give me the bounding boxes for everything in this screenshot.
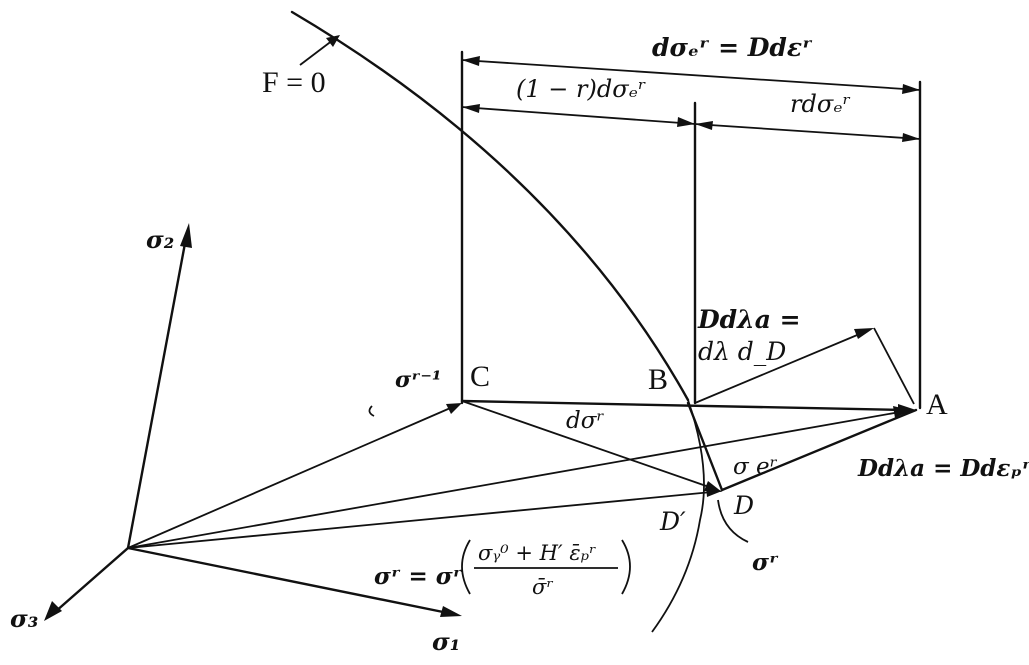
point-a-label: A [926, 388, 948, 421]
flow-vector-head [854, 328, 874, 339]
yield-surface-label: F = 0 [262, 66, 326, 99]
partial-left-label: (1 − r)dσₑʳ [516, 75, 646, 103]
sigma2-axis-head [180, 223, 192, 248]
scale-formula-denominator: σ̄ʳ [532, 575, 554, 599]
c-to-a-head [898, 404, 916, 416]
sigma3-axis [53, 546, 130, 614]
flow-vector [694, 332, 863, 404]
b-to-d-line [686, 401, 724, 492]
point-b-label: B [648, 363, 668, 396]
yield-surface-curve-lower [651, 399, 705, 633]
scan-mark [368, 405, 375, 417]
a-to-d-line [720, 408, 918, 492]
ray-to-d [127, 491, 713, 549]
partial-right-arrow-right [902, 133, 920, 142]
total-increment-arrow-left [462, 56, 480, 66]
partial-left-arrow-right [677, 117, 695, 127]
sigma2-axis [126, 236, 188, 550]
scale-formula-numerator: σᵧ⁰ + H′ ε̄ₚʳ [478, 541, 596, 565]
ray-to-c [127, 405, 456, 549]
flow-to-a [873, 327, 915, 405]
sigma1-label: σ₁ [432, 627, 460, 656]
yield-surface-curve [290, 10, 690, 402]
scale-formula-lhs: σʳ = σʳ [374, 563, 463, 590]
c-to-a-line [460, 399, 907, 412]
flow-label-line2: dλ d_D [698, 337, 786, 366]
point-d-label: D [733, 491, 754, 520]
sigma1-axis-head [440, 606, 462, 617]
sigma-e-label: σ eʳ [733, 454, 778, 480]
total-increment-dimension [461, 59, 921, 91]
point-d-prime-label: D′ [659, 507, 686, 536]
ray-to-a [127, 411, 901, 549]
partial-left-dimension [461, 106, 696, 125]
partial-right-label: rdσₑʳ [790, 90, 851, 118]
plastic-equation-label: Ddλa = Ddεₚʳ [857, 455, 1029, 482]
sigma1-axis [126, 546, 450, 615]
yield-surface-pointer [299, 39, 334, 66]
total-increment-arrow-right [902, 84, 920, 94]
dsigma-label: dσʳ [566, 408, 604, 434]
ray-to-c-head [446, 403, 462, 414]
partial-right-dimension [694, 123, 921, 140]
sigma2-label: σ₂ [146, 225, 174, 254]
sigma3-axis-head [44, 601, 62, 621]
total-increment-label: dσₑʳ = Ddεʳ [652, 33, 813, 62]
partial-right-arrow-left [695, 121, 713, 130]
sigma-r-pointer [717, 499, 749, 543]
sigma3-label: σ₃ [10, 604, 38, 633]
sigma-r-point-label: σʳ [752, 549, 779, 576]
yield-surface-pointer-head [326, 35, 340, 47]
flow-label-line1: Ddλa = [697, 305, 801, 334]
scale-formula-paren-right [621, 539, 631, 595]
partial-left-arrow-left [462, 104, 480, 113]
dsigma-line [461, 400, 713, 489]
point-c-label: C [470, 360, 490, 393]
scale-formula-paren-left [461, 539, 471, 595]
sigma-prev-label: σʳ⁻¹ [395, 367, 442, 393]
dsigma-head [704, 481, 722, 492]
